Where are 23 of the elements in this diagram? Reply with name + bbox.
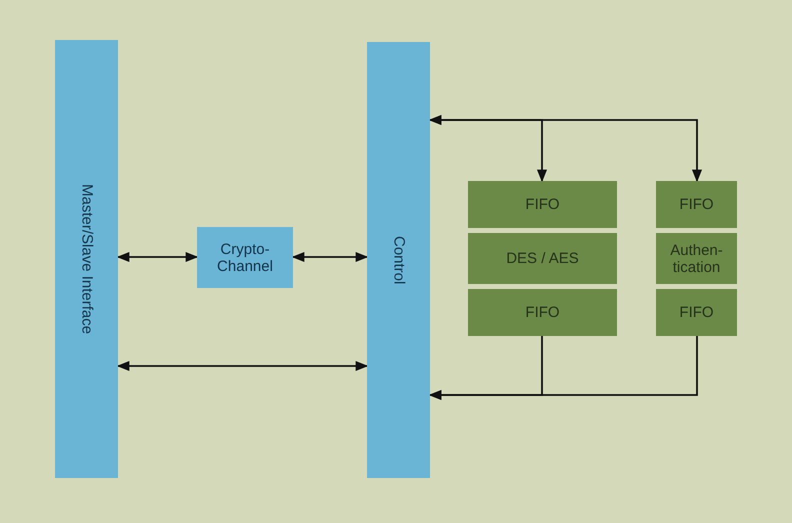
arrow [116,252,198,262]
arrow [292,252,368,262]
interface-bar [55,40,118,478]
node-label: FIFO [525,304,560,321]
node-label: FIFO [679,304,714,321]
module-block [656,181,737,228]
module-block [468,181,617,228]
node-label: DES / AES [506,250,579,267]
node-label: Master/Slave Interface [78,184,96,334]
process-box [197,227,293,288]
node-label: FIFO [679,196,714,213]
arrow [428,336,698,400]
module-block [468,233,617,284]
arrow [116,360,368,372]
node-label: Crypto-Channel [216,240,274,274]
arrow [428,114,702,182]
module-block [468,289,617,336]
module-block [656,289,737,336]
interface-bar [367,42,430,478]
node-label: Control [390,236,408,284]
module-block [656,233,737,284]
node-label: Authen-tication [669,242,724,276]
node-label: FIFO [525,196,560,213]
